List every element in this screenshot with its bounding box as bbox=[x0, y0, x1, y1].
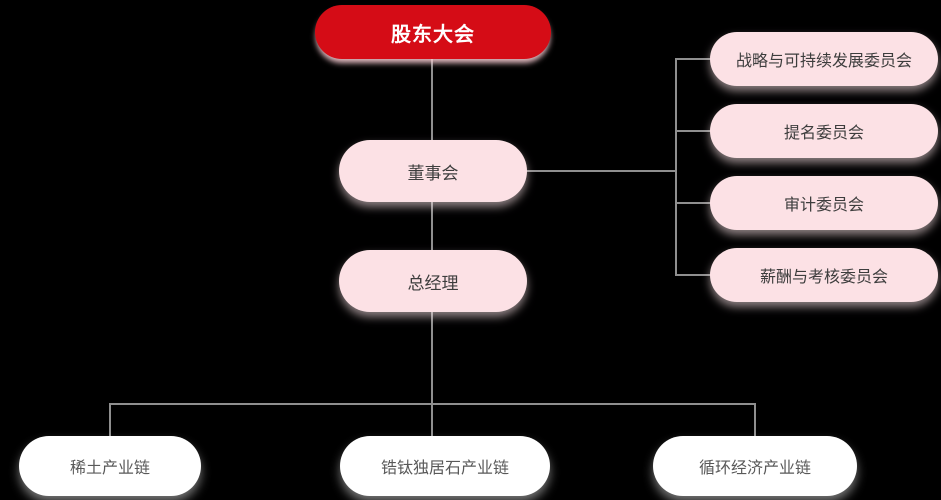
node-committee-strategy: 战略与可持续发展委员会 bbox=[710, 32, 938, 86]
node-board-of-directors: 董事会 bbox=[339, 140, 527, 202]
node-shareholders-meeting: 股东大会 bbox=[315, 5, 551, 59]
node-label: 董事会 bbox=[407, 163, 459, 184]
node-chain-circular-economy: 循环经济产业链 bbox=[653, 436, 857, 496]
node-committee-nomination: 提名委员会 bbox=[710, 104, 938, 158]
node-chain-rare-earth: 稀土产业链 bbox=[19, 436, 201, 496]
connector-stub-committee-1 bbox=[675, 58, 712, 60]
node-chain-zirconium-titanium-monazite: 锆钛独居石产业链 bbox=[340, 436, 550, 496]
node-committee-audit: 审计委员会 bbox=[710, 176, 938, 230]
connector-bottom-rail bbox=[109, 403, 756, 405]
node-general-manager: 总经理 bbox=[339, 250, 527, 312]
connector-board-to-committee-spine bbox=[520, 170, 677, 172]
node-label: 稀土产业链 bbox=[69, 458, 150, 477]
node-label: 锆钛独居石产业链 bbox=[380, 458, 509, 477]
connector-stub-committee-4 bbox=[675, 274, 712, 276]
node-label: 审计委员会 bbox=[783, 195, 864, 214]
node-label: 总经理 bbox=[407, 273, 459, 294]
connector-stub-committee-3 bbox=[675, 202, 712, 204]
node-committee-remuneration: 薪酬与考核委员会 bbox=[710, 248, 938, 302]
node-label: 薪酬与考核委员会 bbox=[759, 267, 888, 286]
connector-committee-spine bbox=[675, 58, 677, 276]
connector-drop-chain-1 bbox=[109, 403, 111, 438]
node-label: 循环经济产业链 bbox=[698, 458, 811, 477]
node-label: 股东大会 bbox=[391, 21, 475, 46]
node-label: 提名委员会 bbox=[783, 123, 864, 142]
node-label: 战略与可持续发展委员会 bbox=[735, 51, 912, 70]
connector-drop-chain-3 bbox=[754, 403, 756, 438]
connector-stub-committee-2 bbox=[675, 130, 712, 132]
connector-main-vertical bbox=[431, 56, 433, 437]
